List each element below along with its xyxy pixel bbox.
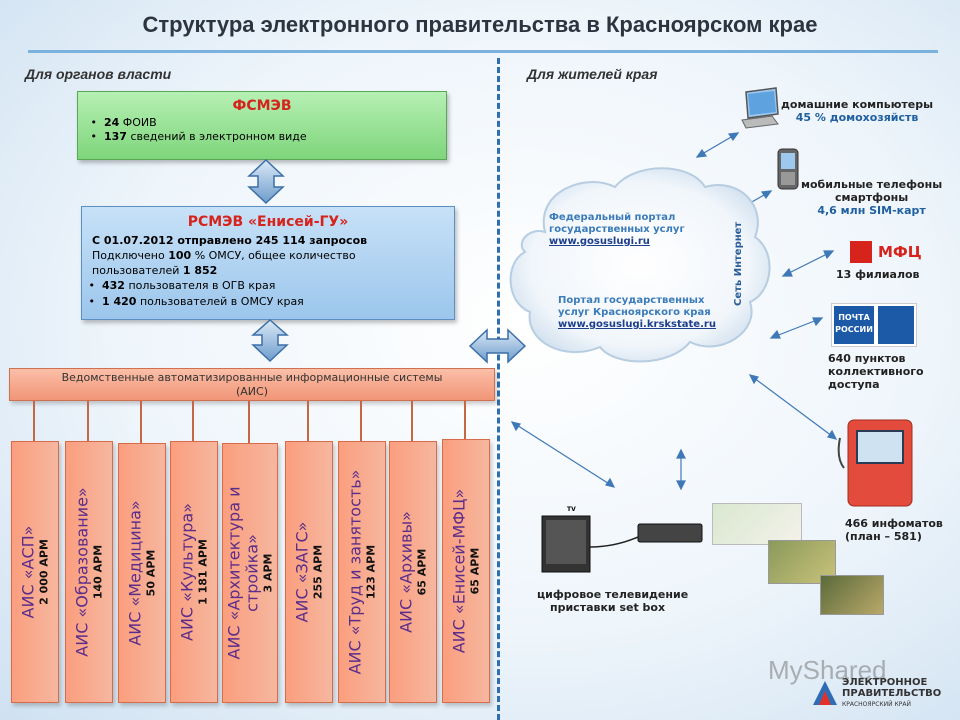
arrow-cloud-mfc [782, 250, 834, 277]
ais-header: Ведомственные автоматизированные информа… [9, 368, 495, 401]
rsmev-connected: Подключено 100 % ОМСУ, общее количество [92, 249, 356, 262]
digital-tv-label: цифровое телевидение приставки set box [537, 588, 689, 614]
tv-settopbox-icon [541, 515, 703, 573]
rsmev-box: РСМЭВ «Енисей-ГУ» С 01.07.2012 отправлен… [81, 206, 455, 320]
ais-system-bar: АИС «ЗАГС»255 АРМ [285, 441, 333, 703]
arrow-cloud-post [770, 317, 823, 339]
mfc-logo-icon [850, 241, 872, 263]
ais-system-name: АИС «АСП» [18, 525, 38, 619]
rsmev-users-total: пользователей 1 852 [92, 264, 218, 277]
ais-connector-line [33, 401, 35, 441]
ais-system-bar: АИС «Образование»140 АРМ [65, 441, 113, 703]
ais-connector-line [87, 401, 89, 441]
mfc-branches-label: 13 филиалов [836, 268, 920, 281]
ais-system-arm-count: 140 АРМ [91, 544, 105, 600]
fsmev-item: 24 ФОИВ [104, 116, 446, 129]
ais-system-name: АИС «ЗАГС» [292, 521, 312, 623]
title-underline [28, 50, 938, 53]
ais-system-name: АИС «Образование» [72, 487, 92, 657]
infomats-label: 466 инфоматов (план – 581) [845, 517, 943, 543]
internet-label: Сеть Интернет [733, 221, 744, 306]
rsmev-requests: С 01.07.2012 отправлено 245 114 запросов [92, 234, 368, 247]
ais-system-bar: АИС «АСП»2 000 АРМ [11, 441, 59, 703]
ais-system-bar: АИС «Труд и занятость»123 АРМ [338, 441, 386, 703]
fsmev-box: ФСМЭВ 24 ФОИВ 137 сведений в электронном… [77, 91, 447, 160]
ais-system-arm-count: 255 АРМ [311, 544, 325, 600]
page-title: Структура электронного правительства в К… [142, 12, 818, 37]
ais-system-arm-count: 65 АРМ [415, 548, 429, 596]
fsmev-title: ФСМЭВ [232, 98, 292, 114]
ais-connector-line [307, 401, 309, 441]
arrow-cloud-kiosk [749, 374, 837, 440]
ais-system-arm-count: 1 181 АРМ [196, 539, 210, 605]
mobile-phones-label: мобильные телефоны смартфоны 4,6 млн SIM… [801, 178, 943, 217]
computer-icon [741, 87, 779, 129]
ais-system-bar: АИС «Медицина»50 АРМ [118, 443, 166, 703]
ais-system-arm-count: 65 АРМ [468, 547, 482, 595]
ais-system-bar: АИС «Архивы»65 АРМ [389, 441, 437, 703]
ais-system-name: АИС «Медицина» [125, 500, 145, 646]
ais-system-name: АИС «Архитектура и стройка» [224, 486, 262, 660]
rsmev-item: 432 пользователя в ОГВ края [102, 278, 454, 293]
home-computers-label: домашние компьютеры 45 % домохозяйств [781, 98, 934, 124]
watermark-text: MyShared [768, 655, 887, 685]
internet-cloud [509, 167, 771, 363]
federal-portal-link[interactable]: www.gosuslugi.ru [549, 236, 650, 247]
ais-system-bar: АИС «Енисей-МФЦ»65 АРМ [442, 439, 490, 703]
ais-system-name: АИС «Культура» [177, 503, 197, 641]
gov-citizens-double-arrow [468, 328, 527, 364]
ais-system-name: АИС «Енисей-МФЦ» [449, 488, 469, 654]
ais-connector-line [411, 401, 413, 441]
ais-system-arm-count: 123 АРМ [364, 544, 378, 600]
egov-logo-icon [813, 681, 837, 705]
ais-system-name: АИС «Архивы» [396, 511, 416, 633]
rsmev-ais-double-arrow [251, 318, 289, 363]
ais-system-name: АИС «Труд и занятость» [345, 469, 365, 675]
tv-screen-label: TV [567, 506, 576, 513]
uec-card-image [712, 503, 802, 545]
ais-system-arm-count: 50 АРМ [144, 549, 158, 597]
mobile-phone-icon [777, 148, 799, 190]
arrow-gov-tv [511, 421, 615, 488]
ais-connector-line [360, 401, 362, 441]
fsmev-rsmev-double-arrow [247, 158, 285, 205]
russian-post-logo: ПОЧТА РОССИИ [831, 303, 917, 347]
section-residents-label: Для жителей края [527, 66, 658, 82]
ais-system-bar: АИС «Культура»1 181 АРМ [170, 441, 218, 703]
regional-portal: Портал государственных услуг Красноярско… [558, 295, 716, 330]
ais-system-arm-count: 2 000 АРМ [37, 539, 51, 605]
fsmev-item: 137 сведений в электронном виде [104, 130, 446, 143]
rsmev-title: РСМЭВ «Енисей-ГУ» [187, 214, 349, 230]
ais-connector-line [192, 401, 194, 441]
federal-portal: Федеральный портал государственных услуг… [549, 212, 685, 247]
rsmev-item: 1 420 пользователей в ОМСУ края [102, 294, 454, 309]
ais-connector-line [464, 401, 466, 439]
post-access-points-label: 640 пунктов коллективного доступа [828, 352, 924, 391]
regional-portal-link[interactable]: www.gosuslugi.krskstate.ru [558, 319, 716, 330]
infomat-kiosk-icon [837, 419, 913, 507]
post-emblem-icon [878, 306, 914, 344]
section-authorities-label: Для органов власти [25, 66, 172, 82]
ais-system-arm-count: 3 АРМ [261, 553, 275, 593]
tv-screenshot-image [820, 575, 884, 615]
ais-system-bar: АИС «Архитектура и стройка»3 АРМ [222, 443, 278, 703]
ais-connector-line [248, 401, 250, 443]
mfc-logo: МФЦ [850, 241, 922, 263]
section-divider [497, 58, 500, 720]
ais-connector-line [140, 401, 142, 443]
